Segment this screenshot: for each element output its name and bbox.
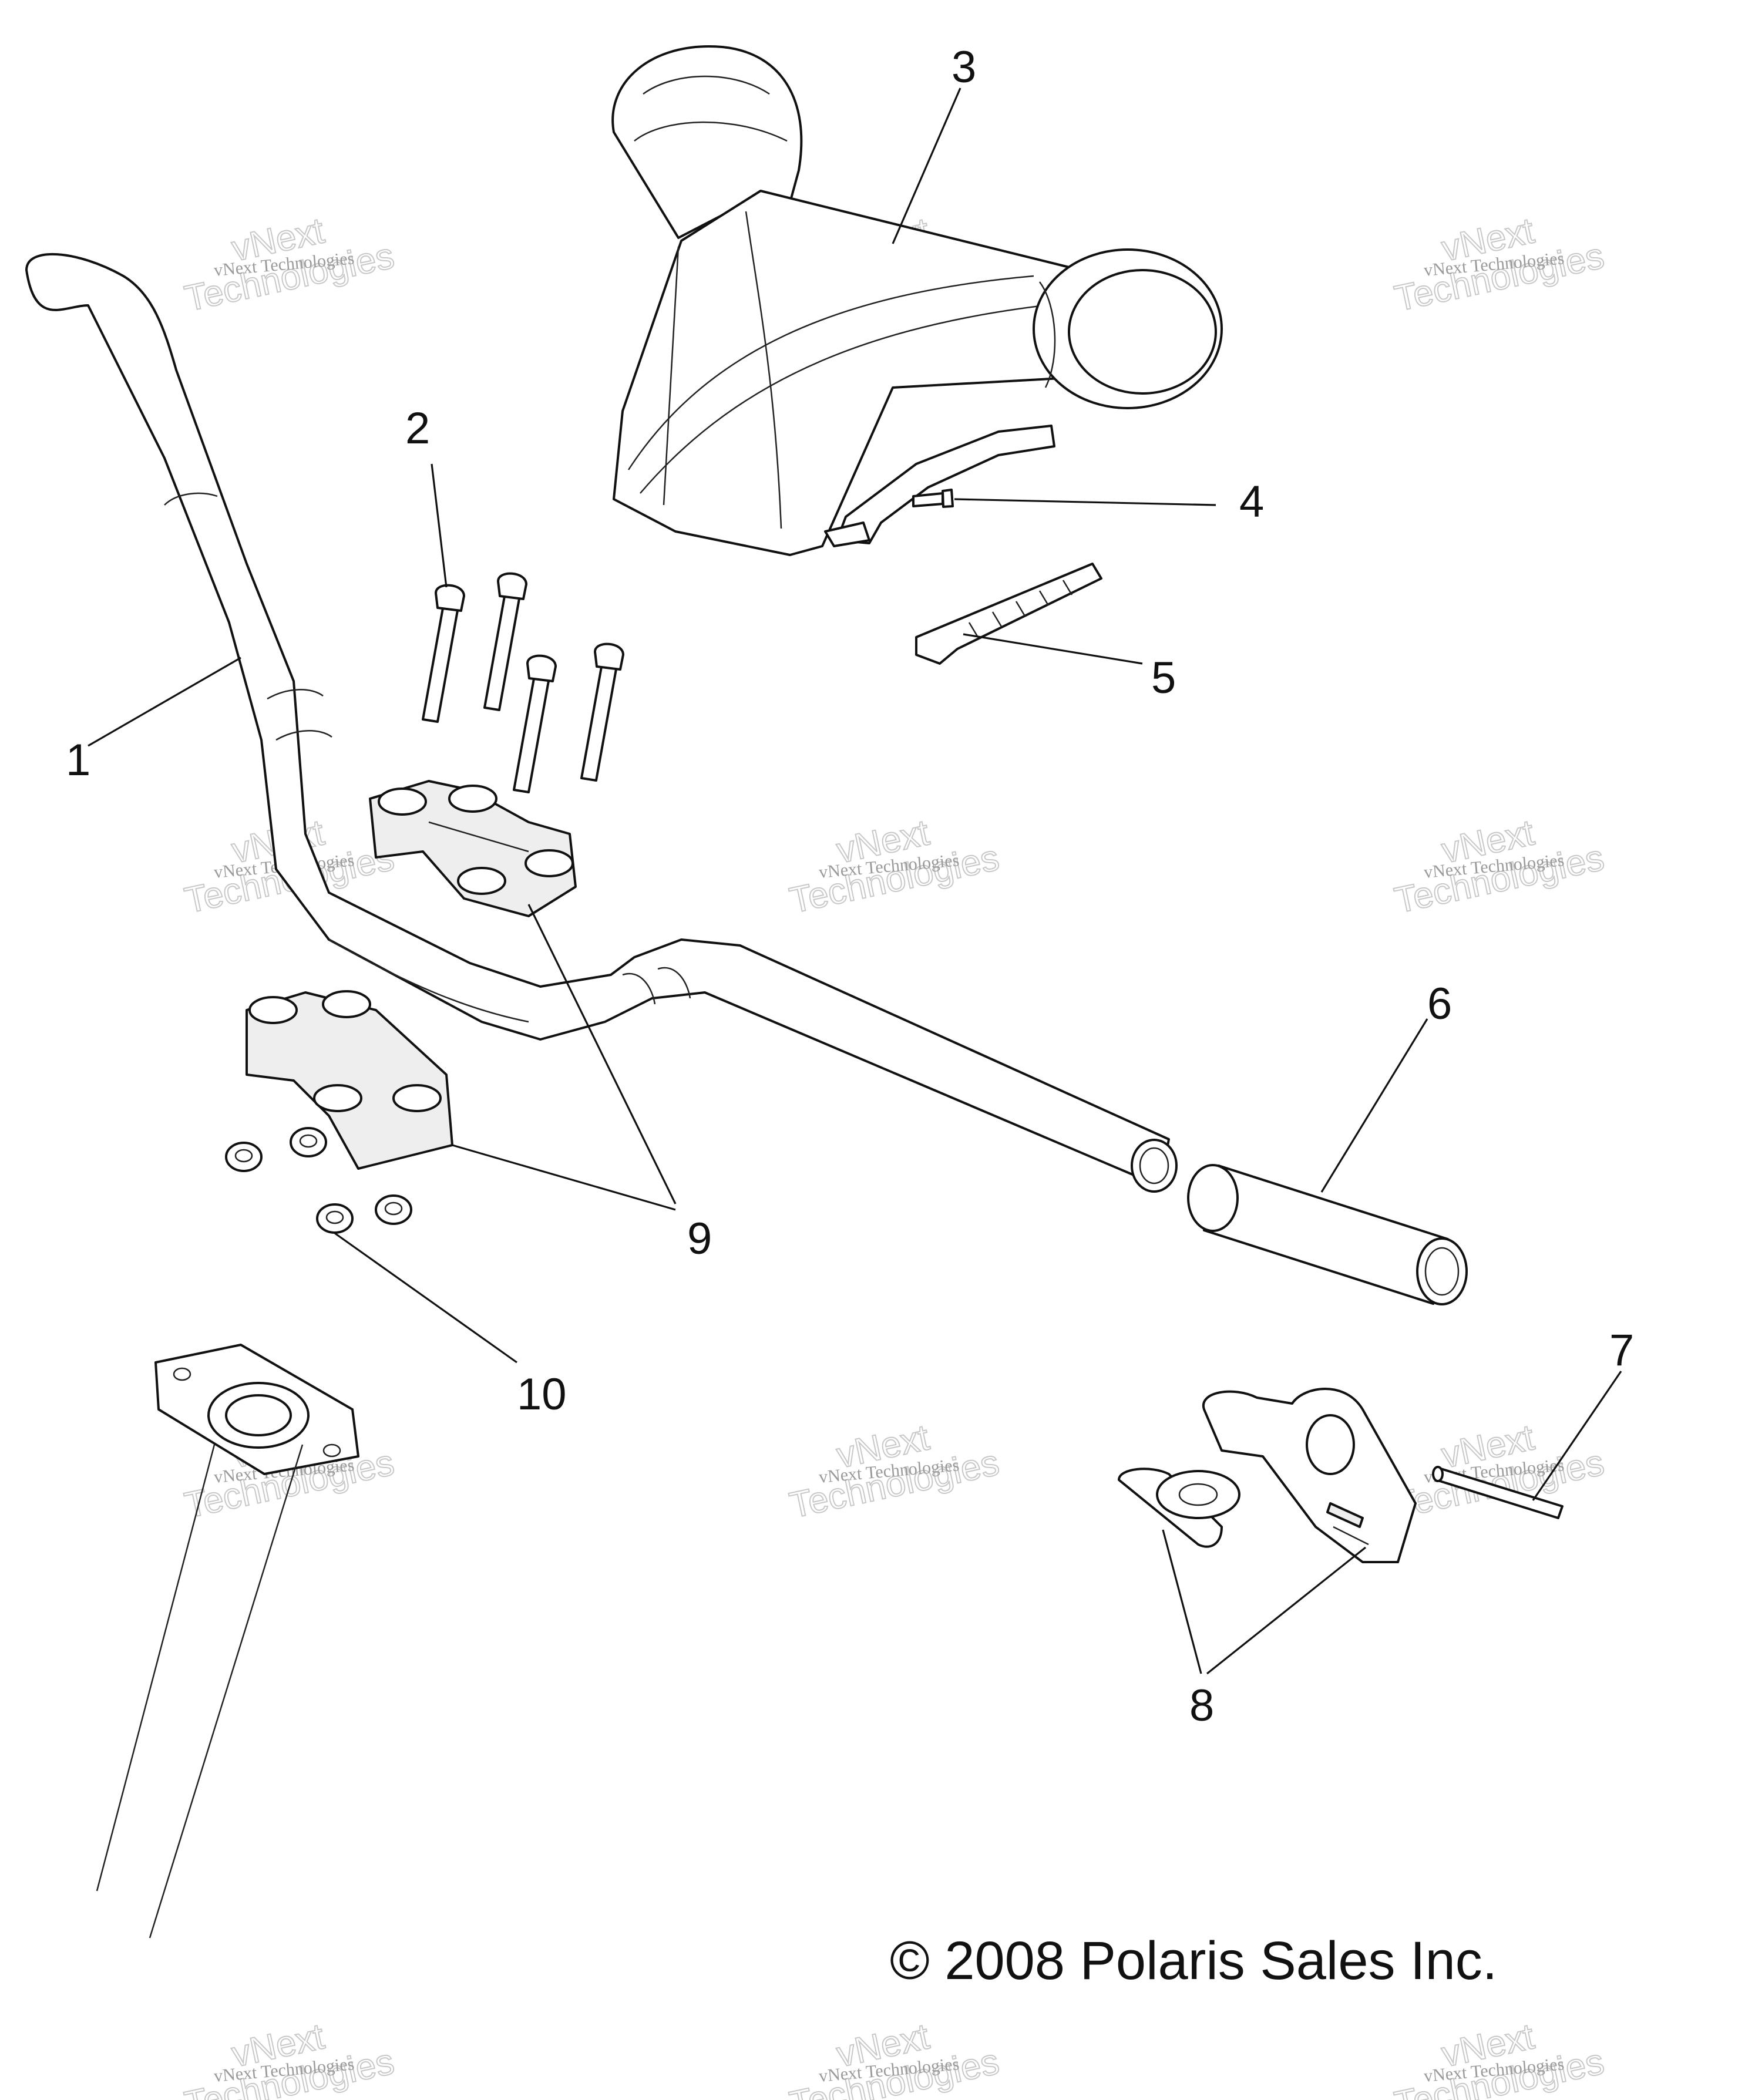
copyright-notice: © 2008 Polaris Sales Inc. — [890, 1931, 1497, 1991]
callout-8: 8 — [1189, 1681, 1214, 1731]
callout-6: 6 — [1427, 979, 1452, 1029]
leader-10 — [334, 1232, 517, 1364]
throttle-housing-8 — [1202, 1388, 1417, 1563]
handlebar-cover — [611, 45, 1223, 556]
leader-4 — [954, 498, 1216, 506]
callout-7: 7 — [1609, 1325, 1634, 1375]
lower-clamp-9 — [246, 990, 453, 1170]
leader-3 — [892, 88, 961, 244]
callout-9: 9 — [687, 1214, 712, 1264]
handlebar — [25, 253, 1178, 1193]
leader-8a — [1162, 1529, 1202, 1674]
callout-4: 4 — [1239, 477, 1264, 527]
grip-6 — [1187, 1164, 1468, 1305]
bolts-2 — [422, 572, 624, 793]
leader-9b — [452, 1144, 676, 1211]
steering-post — [96, 1344, 359, 1939]
callout-2: 2 — [405, 403, 430, 453]
callouts: 1 2 3 4 5 6 7 8 9 10 — [66, 42, 1634, 1731]
grip-end-8 — [1118, 1468, 1240, 1548]
screw-4 — [912, 489, 954, 508]
callout-10: 10 — [517, 1369, 567, 1419]
leader-lines — [88, 88, 1622, 1675]
leader-8b — [1206, 1546, 1366, 1675]
callout-1: 1 — [66, 735, 90, 785]
upper-clamp-9 — [369, 780, 577, 917]
leader-6 — [1320, 1018, 1428, 1193]
pin-7 — [1432, 1466, 1564, 1519]
nuts-10 — [225, 1127, 412, 1234]
callout-3: 3 — [951, 42, 976, 92]
leader-5 — [963, 633, 1143, 665]
cable-tie-5 — [915, 563, 1102, 665]
callout-5: 5 — [1151, 653, 1176, 703]
leader-7 — [1532, 1371, 1622, 1501]
leader-2 — [431, 463, 448, 588]
leader-9a — [527, 904, 677, 1204]
leader-1 — [88, 657, 241, 747]
